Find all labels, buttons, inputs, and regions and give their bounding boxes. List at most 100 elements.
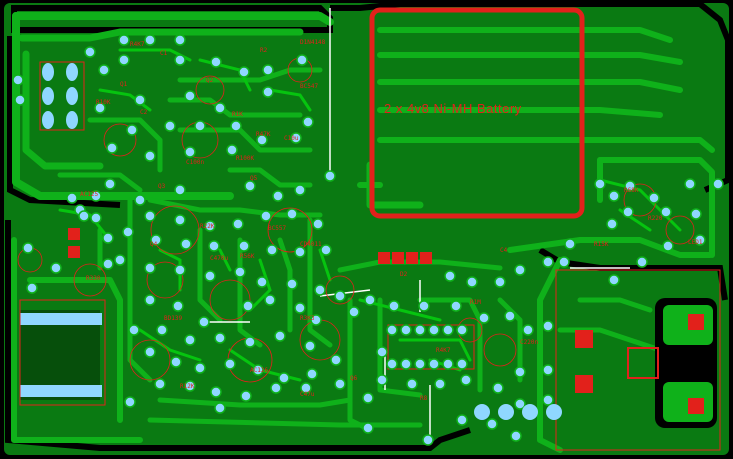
pad (244, 336, 256, 348)
pad (414, 324, 426, 336)
pad (180, 238, 192, 250)
switch-footprint (627, 347, 659, 379)
pad (362, 422, 374, 434)
pad-large (546, 404, 562, 420)
pad (314, 284, 326, 296)
silkscreen-label: R1M (470, 299, 481, 306)
pad (406, 378, 418, 390)
pad (386, 324, 398, 336)
silkscreen-label: BD139 (164, 315, 182, 322)
pad (522, 324, 534, 336)
pad (266, 244, 278, 256)
pad (376, 346, 388, 358)
pad-large (522, 404, 538, 420)
pads (12, 34, 724, 446)
pad (26, 282, 38, 294)
silkscreen-label: Q1 (120, 81, 128, 88)
pad (510, 430, 522, 442)
pad (78, 210, 90, 222)
connector-pin-2 (688, 398, 704, 414)
pad (174, 264, 186, 276)
pad (238, 66, 250, 78)
pad (422, 434, 434, 446)
silkscreen-label: R3K3 (300, 315, 315, 322)
silkscreen-label: R1K (232, 111, 243, 118)
silkscreen-label: C1 (160, 50, 168, 57)
silkscreen-label: R12K (180, 383, 195, 390)
pad (278, 372, 290, 384)
pad (312, 218, 324, 230)
pad (260, 210, 272, 222)
pad (456, 414, 468, 426)
pad (348, 306, 360, 318)
pad (238, 240, 250, 252)
pad (400, 324, 412, 336)
pad (256, 276, 268, 288)
pad (256, 134, 268, 146)
socket-outline (19, 299, 106, 406)
pad (226, 144, 238, 156)
pad (486, 418, 498, 430)
pad (442, 324, 454, 336)
pad (324, 170, 336, 182)
pad (450, 300, 462, 312)
battery-outline (369, 7, 585, 219)
pad (690, 208, 702, 220)
pad (564, 238, 576, 250)
pad (504, 310, 516, 322)
pad (106, 142, 118, 154)
edge-connector-pads (42, 63, 78, 129)
silkscreen-label: Q2 (206, 77, 214, 84)
pad (90, 190, 102, 202)
pad (388, 300, 400, 312)
pad (102, 232, 114, 244)
pad (184, 334, 196, 346)
silkscreen-label: C2 (140, 109, 148, 116)
pad (608, 274, 620, 286)
pad (460, 374, 472, 386)
pad (300, 382, 312, 394)
silkscreen-label: C10u (284, 135, 299, 142)
silkscreen-label: AC125 (80, 191, 98, 198)
pad (286, 208, 298, 220)
pad (444, 270, 456, 282)
pad (90, 212, 102, 224)
pad (118, 34, 130, 46)
pad (12, 74, 24, 86)
pad (252, 364, 264, 376)
switch-pad-2 (575, 375, 593, 393)
pad (174, 184, 186, 196)
pad (66, 192, 78, 204)
pad (428, 324, 440, 336)
pad (144, 210, 156, 222)
pad (362, 392, 374, 404)
pad (456, 358, 468, 370)
pad (198, 316, 210, 328)
pad (608, 190, 620, 202)
silkscreen-label: Q6 (350, 375, 358, 382)
pad (418, 300, 430, 312)
silkscreen-label: D1N4148 (300, 39, 326, 46)
connector-pin-1 (688, 314, 704, 330)
pad (294, 302, 306, 314)
pad (150, 234, 162, 246)
silkscreen-label: R330 (86, 275, 101, 282)
pad (400, 358, 412, 370)
pad (330, 354, 342, 366)
silkscreen-label: R56K (240, 253, 255, 260)
pad (184, 90, 196, 102)
pad (210, 56, 222, 68)
pad (310, 314, 322, 326)
pad (234, 266, 246, 278)
silkscreen-label: C470u (210, 255, 228, 262)
pad (386, 358, 398, 370)
pad (270, 382, 282, 394)
silkscreen-label: D2 (400, 271, 408, 278)
pad (262, 64, 274, 76)
pad (50, 262, 62, 274)
pad (542, 364, 554, 376)
pad (224, 358, 236, 370)
pad (262, 86, 274, 98)
pad (22, 242, 34, 254)
